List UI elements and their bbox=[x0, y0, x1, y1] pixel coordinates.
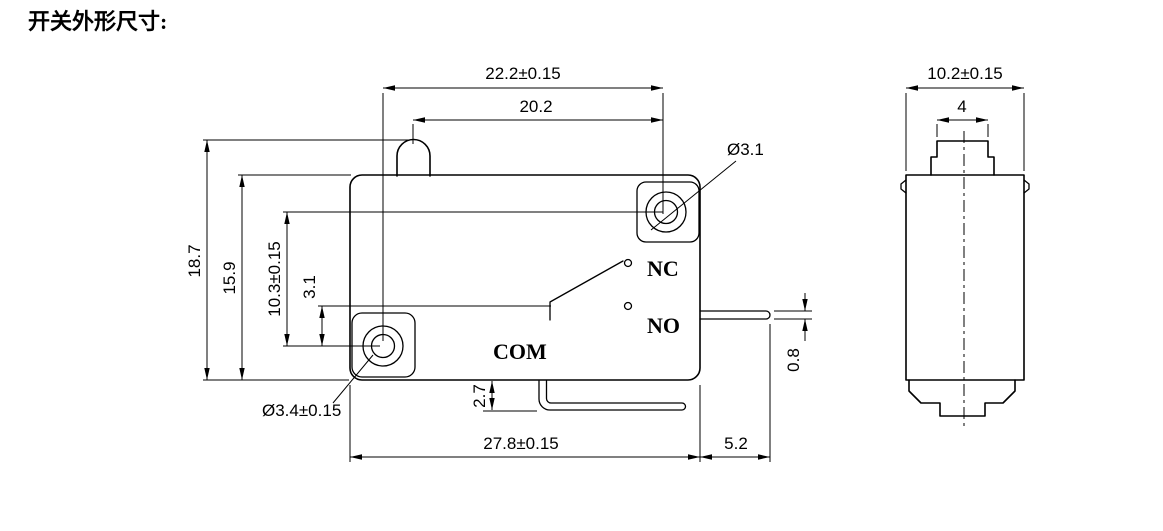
page-title: 开关外形尺寸: bbox=[28, 9, 167, 34]
side-left-latch-tab bbox=[900, 179, 907, 194]
side-bottom-step-outline bbox=[908, 379, 1016, 417]
dim-terminal-offset: 3.1 bbox=[300, 275, 319, 299]
dim-hole-span-h: 22.2±0.15 bbox=[485, 64, 561, 83]
dim-plunger-to-hole: 20.2 bbox=[519, 97, 552, 116]
no-terminal-outline bbox=[699, 310, 771, 320]
switch-body-outline bbox=[349, 174, 701, 381]
dim-com-terminal-drop: 2.7 bbox=[470, 384, 489, 408]
dim-overall-height: 18.7 bbox=[185, 244, 204, 277]
mounting-hole-top-right bbox=[636, 181, 700, 243]
plunger-outline bbox=[396, 138, 431, 177]
dim-bottom-hole-diameter: Ø3.4±0.15 bbox=[262, 401, 341, 420]
side-right-latch-tab bbox=[1023, 179, 1030, 194]
dimension-lines-front bbox=[204, 85, 808, 460]
dim-terminal-extension: 5.2 bbox=[724, 434, 748, 453]
mounting-hole-bottom-left bbox=[351, 312, 416, 378]
extension-lines-side bbox=[905, 93, 1025, 171]
contact-mechanism bbox=[549, 258, 633, 321]
dim-terminal-thickness: 0.8 bbox=[784, 348, 803, 372]
dim-body-height: 15.9 bbox=[220, 261, 239, 294]
no-contact-dot bbox=[623, 301, 633, 311]
nc-contact-dot bbox=[623, 258, 633, 268]
front-view: NC NO COM 22.2±0.15 20.2 18.7 15.9 10.3±… bbox=[185, 64, 812, 462]
dim-body-width: 27.8±0.15 bbox=[483, 434, 559, 453]
leader-bottom-hole bbox=[332, 354, 374, 404]
com-terminal-outline bbox=[538, 380, 687, 411]
dim-body-depth: 10.2±0.15 bbox=[927, 64, 1003, 83]
dim-plunger-width: 4 bbox=[957, 97, 966, 116]
side-body-outline bbox=[905, 174, 1025, 381]
com-label: COM bbox=[493, 339, 547, 364]
no-label: NO bbox=[647, 313, 680, 338]
nc-label: NC bbox=[647, 256, 679, 281]
side-view: 10.2±0.15 4 bbox=[900, 64, 1030, 427]
spring-lever-line bbox=[549, 260, 624, 321]
leader-top-hole bbox=[650, 160, 737, 231]
dimension-lines-side bbox=[906, 85, 1024, 123]
dim-hole-span-v: 10.3±0.15 bbox=[265, 241, 284, 317]
extension-lines-front bbox=[203, 93, 812, 462]
side-plunger-outline bbox=[930, 140, 995, 176]
dim-top-hole-diameter: Ø3.1 bbox=[727, 140, 764, 159]
